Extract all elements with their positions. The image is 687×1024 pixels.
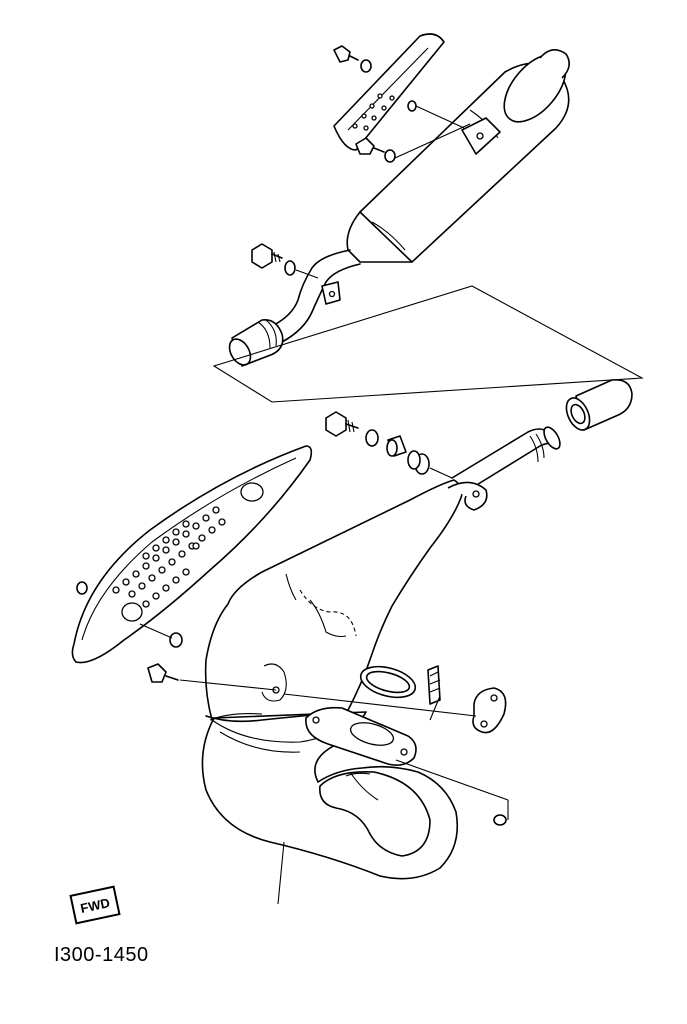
gasket-ring [359,665,417,699]
upper-bolt [251,243,283,269]
stud-bolt [427,665,441,705]
left-washer [76,581,88,595]
top-bolt-washer [333,45,372,73]
flange-plate [305,706,417,766]
shield-bolt [147,663,179,683]
heat-shield [71,445,313,664]
lower-right-nut [493,814,507,826]
expansion-chamber [201,426,561,880]
assembly-divider [212,285,644,403]
upper-heat-plate [333,33,445,151]
part-code: I300-1450 [54,944,149,966]
silencer-inlet-pipe [228,249,361,367]
heat-shield-perforations [112,506,226,608]
upper-washer [284,260,296,276]
mid-bolt-washer [355,100,471,163]
exhaust-joint-sleeve [565,378,633,431]
lower-bolt [325,411,359,437]
rubber-collar [386,435,407,457]
leader-down [277,841,285,905]
silencer [346,49,570,263]
spacer-collar [407,450,430,475]
lower-washer [365,429,379,447]
shield-washer [169,632,183,648]
right-mount-bracket [472,687,507,734]
